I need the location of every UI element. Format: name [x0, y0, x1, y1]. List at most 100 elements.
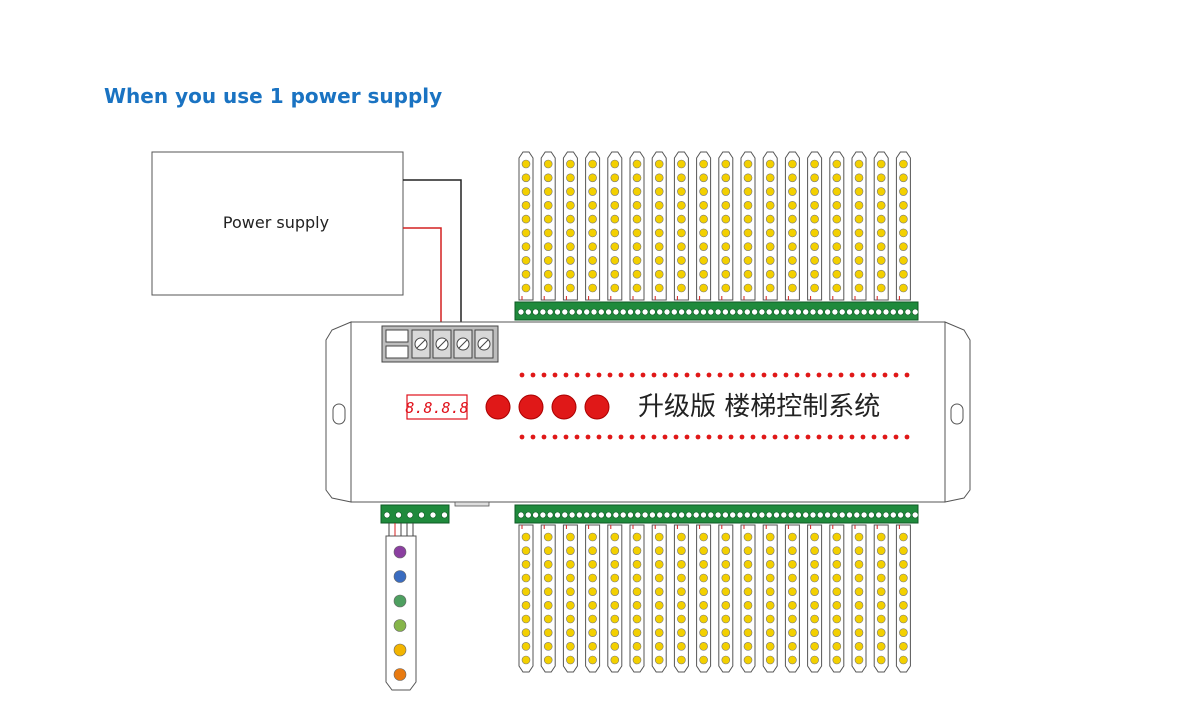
led	[654, 159, 664, 169]
led	[788, 546, 797, 555]
led	[699, 655, 708, 665]
negative-wire	[403, 179, 462, 344]
led	[721, 201, 731, 210]
led	[876, 587, 886, 596]
led-strip	[784, 151, 800, 301]
power-supply-label: Power supply	[223, 213, 329, 232]
indicator-dot	[871, 434, 877, 440]
led	[699, 214, 708, 224]
led	[677, 228, 686, 238]
terminal-screw	[911, 308, 919, 316]
led	[899, 159, 908, 169]
led	[899, 573, 908, 583]
led	[788, 642, 797, 651]
sensor-led	[393, 545, 407, 559]
terminal-screw	[736, 511, 744, 519]
terminal-screw	[714, 308, 722, 316]
terminal-screw	[824, 308, 831, 316]
led	[743, 283, 753, 293]
indicator-dot	[629, 434, 635, 440]
terminal-screw	[868, 308, 875, 316]
terminal-screw	[663, 308, 671, 316]
led-strip	[518, 524, 534, 673]
indicator-dot	[827, 372, 833, 378]
led	[832, 283, 842, 293]
led	[521, 201, 531, 210]
terminal-screw	[882, 511, 890, 519]
terminal-screw	[546, 308, 554, 316]
led	[588, 601, 597, 610]
indicator-dot	[662, 372, 668, 378]
led	[854, 601, 864, 610]
led	[677, 269, 686, 279]
led	[543, 642, 553, 651]
controller-right-bracket	[944, 321, 971, 503]
indicator-dot	[695, 434, 701, 440]
power-connector-lower	[385, 345, 409, 359]
led	[699, 573, 708, 583]
led	[632, 532, 642, 542]
led	[677, 614, 686, 624]
led	[521, 628, 531, 637]
led	[899, 201, 908, 210]
terminal-screw	[605, 511, 612, 519]
controller-title: 升级版 楼梯控制系统	[638, 392, 880, 422]
led	[632, 655, 642, 665]
led	[899, 283, 908, 293]
terminal-screw	[773, 511, 780, 519]
led	[632, 228, 642, 238]
led	[810, 173, 819, 183]
led	[677, 573, 686, 583]
led	[876, 159, 886, 169]
led	[632, 614, 642, 624]
led	[743, 187, 753, 196]
terminal-screw	[627, 511, 634, 519]
terminal-screw	[649, 511, 656, 519]
led	[699, 560, 708, 569]
led	[543, 269, 553, 279]
terminal-screw	[568, 308, 576, 316]
led	[788, 587, 797, 596]
terminal-screw	[795, 511, 802, 519]
indicator-dot	[794, 372, 800, 378]
terminal-screw	[634, 308, 642, 316]
led	[543, 201, 553, 210]
top-terminal-bar	[514, 301, 919, 321]
led	[743, 601, 753, 610]
led	[721, 614, 731, 624]
led	[899, 256, 908, 265]
screw-slot-mark	[458, 339, 468, 349]
led	[854, 159, 864, 169]
indicator-dot	[662, 434, 668, 440]
terminal-screw	[729, 308, 737, 316]
led	[588, 560, 597, 569]
led	[566, 532, 575, 542]
indicator-dot	[849, 434, 855, 440]
led	[610, 642, 620, 651]
led	[743, 159, 753, 169]
led	[632, 187, 642, 196]
indicator-dot	[860, 434, 866, 440]
indicator-dot	[871, 372, 877, 378]
led-strip	[829, 151, 845, 301]
led	[543, 655, 553, 665]
led	[654, 269, 664, 279]
led-strip	[540, 524, 556, 673]
led	[610, 573, 620, 583]
led	[566, 269, 575, 279]
led	[632, 587, 642, 596]
bottom-port	[454, 501, 490, 507]
terminal-screw	[736, 308, 744, 316]
indicator-dot	[673, 372, 679, 378]
led-strip	[629, 524, 645, 673]
led	[721, 173, 731, 183]
indicator-dot	[849, 372, 855, 378]
terminal-screw	[532, 511, 539, 519]
terminal-screw	[707, 308, 715, 316]
led	[654, 256, 664, 265]
terminal-screw	[765, 308, 773, 316]
led	[876, 642, 886, 651]
terminal-screw	[700, 308, 707, 316]
led	[721, 628, 731, 637]
led	[610, 532, 620, 542]
